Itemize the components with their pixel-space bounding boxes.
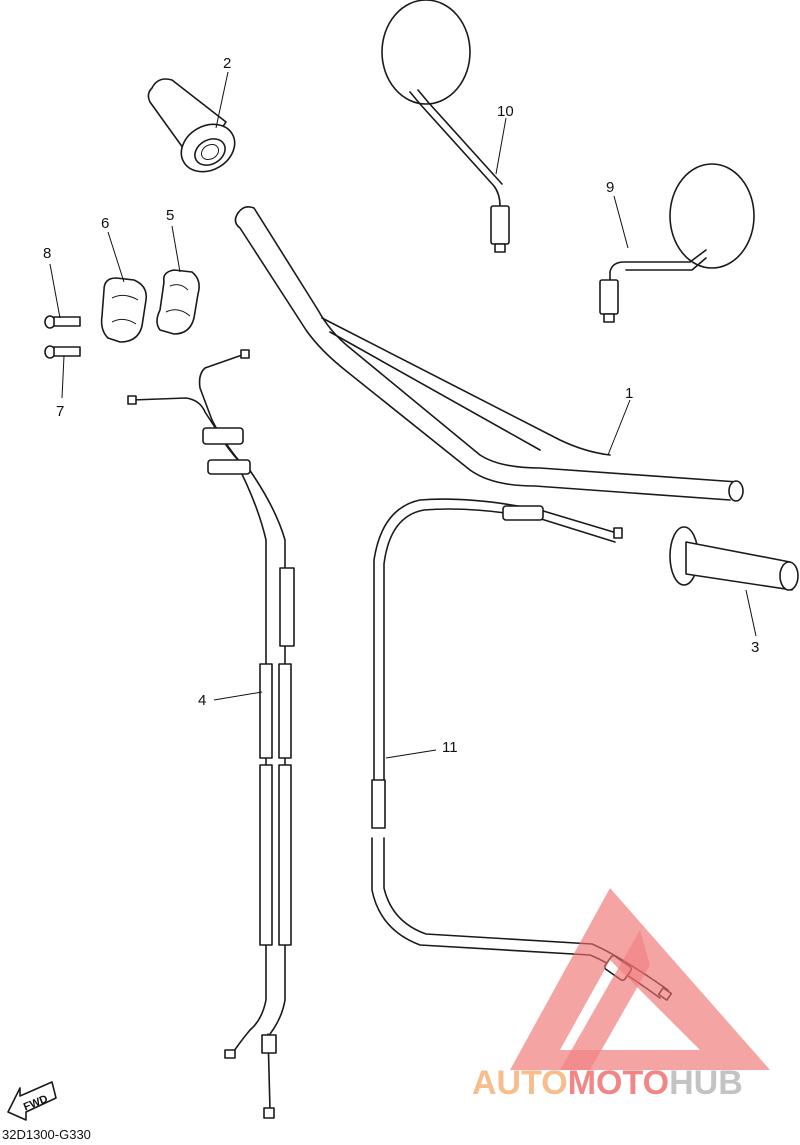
throttle-housing-part-5[interactable] <box>156 269 200 335</box>
callout-numbers: 1 2 3 4 5 6 7 8 9 10 11 <box>43 55 759 756</box>
left-mirror-part-10[interactable] <box>381 0 510 253</box>
callout-9: 9 <box>606 179 614 196</box>
callout-6: 6 <box>101 215 109 232</box>
throttle-housing-part-6[interactable] <box>100 277 148 343</box>
screw-part-8[interactable] <box>44 315 81 329</box>
watermark-logo: AUTOMOTOHUB <box>472 888 770 1102</box>
callout-8: 8 <box>43 245 51 262</box>
handlebar-part-1[interactable] <box>234 206 744 502</box>
diagram-code: 32D1300-G330 <box>2 1127 91 1142</box>
left-grip-part-2[interactable] <box>147 78 243 181</box>
callout-7: 7 <box>56 403 64 420</box>
screw-part-7[interactable] <box>44 345 81 359</box>
watermark-text: AUTOMOTOHUB <box>472 1064 743 1102</box>
callout-2: 2 <box>223 55 231 72</box>
throttle-cable-part-4[interactable] <box>127 349 295 1119</box>
callout-5: 5 <box>166 207 174 224</box>
fwd-arrow-icon: FWD <box>7 1081 57 1121</box>
watermark-hub: HUB <box>669 1064 743 1102</box>
watermark-auto: AUTO <box>472 1064 568 1102</box>
right-mirror-part-9[interactable] <box>599 163 755 323</box>
leader-lines <box>49 71 757 759</box>
callout-3: 3 <box>751 639 759 656</box>
callout-10: 10 <box>497 103 514 120</box>
callout-1: 1 <box>625 385 633 402</box>
callout-4: 4 <box>198 692 206 709</box>
watermark-moto: MOTO <box>568 1064 669 1102</box>
callout-11: 11 <box>442 739 458 756</box>
right-grip-part-3[interactable] <box>669 526 799 591</box>
